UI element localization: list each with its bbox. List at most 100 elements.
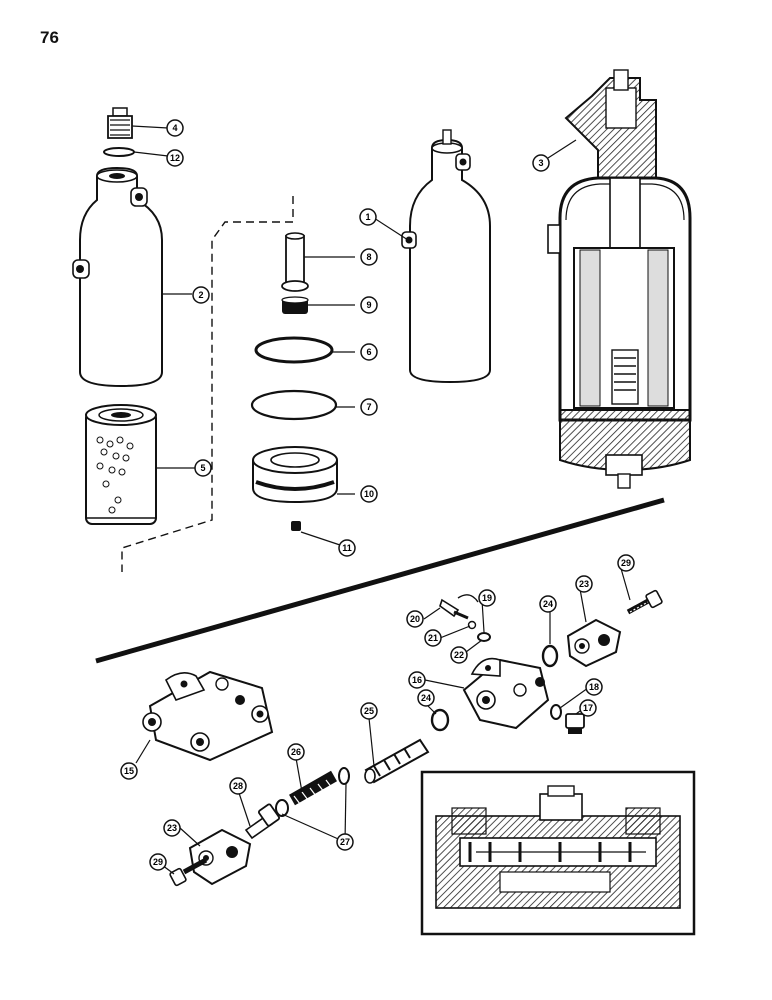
callout-circle [360, 398, 378, 416]
cotter-pin-part [457, 594, 479, 603]
callout-circle [579, 699, 597, 717]
callout-24: 24 [417, 689, 435, 707]
section-divider-line [95, 497, 665, 664]
callout-number: 24 [543, 599, 553, 609]
gasket-part [250, 389, 338, 421]
callouts: 4122589671011132923241920212216241817251… [120, 119, 635, 871]
callout-circle [417, 689, 435, 707]
callout-circle [120, 762, 138, 780]
callout-circle [359, 208, 377, 226]
callout-number: 3 [538, 158, 543, 168]
filter-assembly-part [401, 129, 491, 384]
callout-18: 18 [585, 678, 603, 696]
o-ring-upper-part [541, 644, 559, 668]
callout-circle [287, 743, 305, 761]
o-ring-plug-part [550, 704, 562, 720]
callout-number: 7 [366, 402, 371, 412]
callout-circle [166, 119, 184, 137]
callout-5: 5 [194, 459, 212, 477]
filter-element-part [85, 404, 157, 525]
callout-number: 2 [198, 290, 203, 300]
relief-tube-part [281, 232, 309, 292]
callout-11: 11 [338, 539, 356, 557]
spring-part [281, 296, 309, 314]
callout-circle [360, 343, 378, 361]
vent-plug-part [107, 107, 133, 139]
callout-23: 23 [575, 575, 593, 593]
callout-number: 15 [124, 766, 134, 776]
callout-circle [194, 459, 212, 477]
callout-circle [406, 610, 424, 628]
callout-number: 29 [621, 558, 631, 568]
callout-number: 1 [365, 212, 370, 222]
callout-number: 24 [421, 693, 431, 703]
callout-number: 9 [366, 300, 371, 310]
callout-17: 17 [579, 699, 597, 717]
callout-12: 12 [166, 149, 184, 167]
callout-circle [336, 833, 354, 851]
callout-number: 22 [454, 650, 464, 660]
assembly-bracket-line [121, 196, 294, 572]
hollow-bolt-part [244, 803, 281, 840]
page-number: 76 [40, 28, 59, 47]
callout-number: 18 [589, 682, 599, 692]
callout-23: 23 [163, 819, 181, 837]
callout-16: 16 [408, 671, 426, 689]
callout-circle [192, 286, 210, 304]
callout-21: 21 [424, 629, 442, 647]
valve-body-part [462, 657, 550, 730]
callout-circle [163, 819, 181, 837]
callout-number: 28 [233, 781, 243, 791]
callout-circle [360, 296, 378, 314]
callout-circle [450, 646, 468, 664]
callout-number: 26 [291, 747, 301, 757]
callout-number: 16 [412, 675, 422, 685]
washer-upper-part [338, 767, 350, 785]
manifold-block-lower-part [188, 828, 252, 886]
callout-number: 12 [170, 153, 180, 163]
callout-circle [532, 154, 550, 172]
o-ring-part [103, 147, 135, 157]
callout-circle [229, 777, 247, 795]
spool-spring-part [289, 770, 337, 806]
callout-circle [149, 853, 167, 871]
callout-19: 19 [478, 589, 496, 607]
callout-number: 29 [153, 857, 163, 867]
callout-number: 27 [340, 837, 350, 847]
callout-28: 28 [229, 777, 247, 795]
callout-circle [424, 629, 442, 647]
check-ball-part [467, 620, 477, 630]
callout-circle [539, 595, 557, 613]
cap-screw-lower-part [169, 857, 208, 887]
callout-number: 21 [428, 633, 438, 643]
callout-26: 26 [287, 743, 305, 761]
callout-10: 10 [360, 485, 378, 503]
valve-cross-section-inset [420, 770, 696, 936]
callout-number: 4 [172, 123, 177, 133]
callout-number: 17 [583, 703, 593, 713]
callout-number: 6 [366, 347, 371, 357]
callout-circle [478, 589, 496, 607]
callout-24: 24 [539, 595, 557, 613]
callout-6: 6 [360, 343, 378, 361]
callout-4: 4 [166, 119, 184, 137]
callout-number: 5 [200, 463, 205, 473]
callout-9: 9 [360, 296, 378, 314]
cap-screw-upper-part [626, 589, 663, 615]
callout-number: 19 [482, 593, 492, 603]
callout-circle [585, 678, 603, 696]
callout-number: 11 [342, 543, 352, 553]
manifold-block-upper-part [566, 618, 622, 668]
seal-ring-part [254, 336, 334, 364]
callout-15: 15 [120, 762, 138, 780]
filter-cutaway-view [547, 69, 692, 489]
callout-circle [338, 539, 356, 557]
callout-circle [408, 671, 426, 689]
valve-spool-part [364, 738, 430, 784]
pipe-plug-part [291, 521, 301, 531]
callout-3: 3 [532, 154, 550, 172]
washer-lower-part [275, 799, 289, 817]
o-ring-lower-part [430, 708, 450, 732]
callout-20: 20 [406, 610, 424, 628]
